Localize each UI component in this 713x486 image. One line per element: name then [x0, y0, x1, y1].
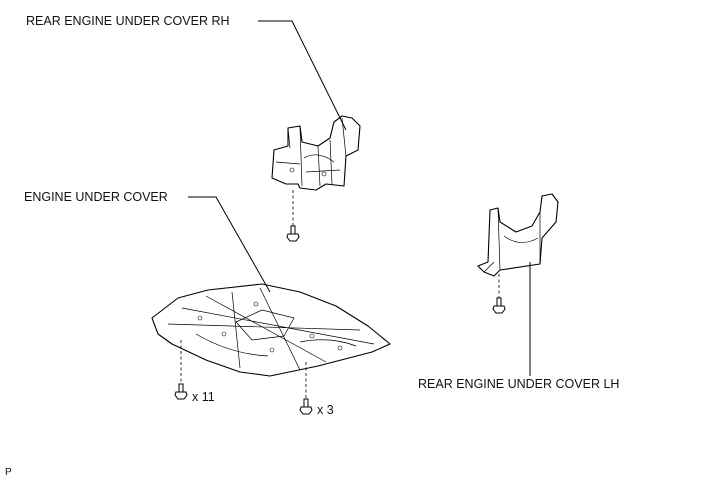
bolt-icon: [286, 225, 300, 242]
label-rear-engine-under-cover-lh: REAR ENGINE UNDER COVER LH: [418, 377, 620, 391]
figure-code: P: [5, 467, 12, 478]
rear-engine-under-cover-rh-part: [271, 115, 361, 191]
leader-line-rear-rh: [258, 20, 347, 131]
quantity-main-right: x 3: [317, 403, 334, 417]
leader-line-engine-under-cover: [188, 196, 271, 293]
bolt-icon: [174, 383, 188, 400]
engine-under-cover-part: [151, 283, 391, 377]
label-engine-under-cover: ENGINE UNDER COVER: [24, 190, 168, 204]
bolt-icon: [299, 398, 313, 415]
quantity-main-left: x 11: [192, 390, 215, 404]
bolt-icon: [492, 297, 506, 314]
label-rear-engine-under-cover-rh: REAR ENGINE UNDER COVER RH: [26, 14, 230, 28]
rear-engine-under-cover-lh-part: [477, 193, 559, 277]
